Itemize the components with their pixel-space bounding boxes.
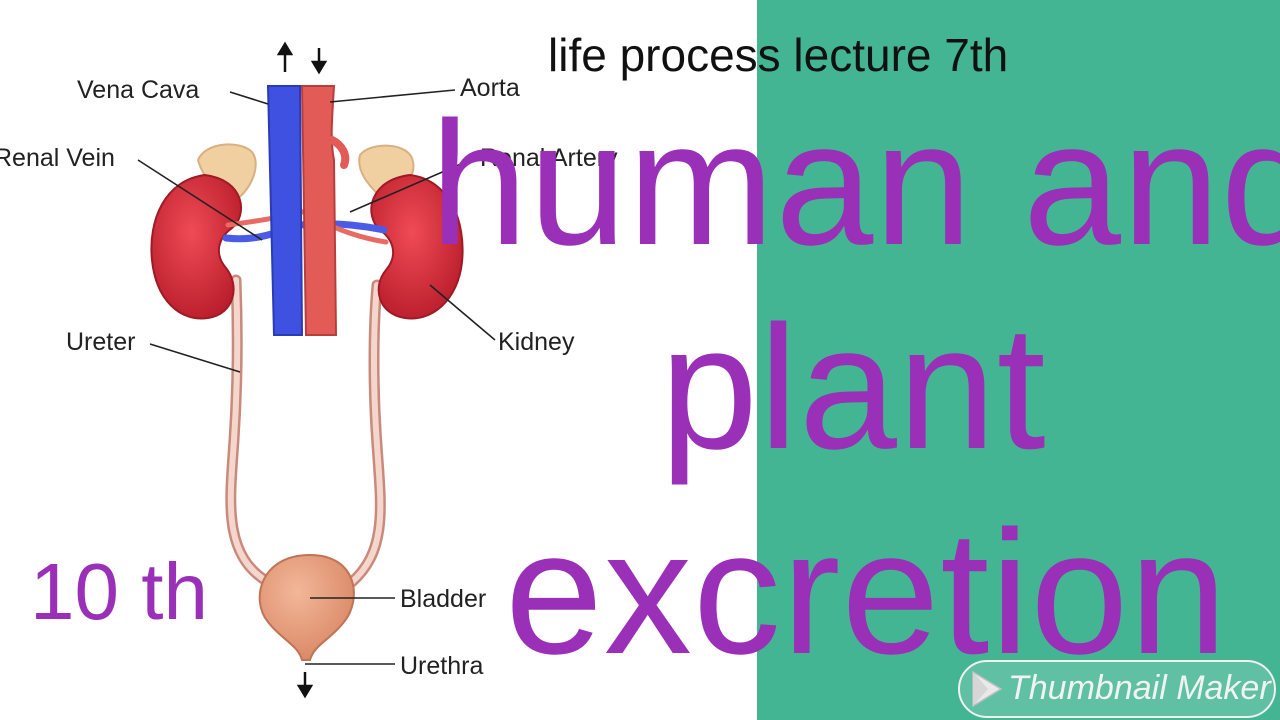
title-line-1: human and — [430, 86, 1280, 282]
play-store-icon — [970, 670, 1004, 713]
label-renal-vein: Renal Vein — [0, 144, 115, 172]
aorta — [300, 85, 338, 336]
green-background-panel — [757, 0, 1280, 720]
flow-arrows — [276, 41, 328, 699]
label-kidney: Kidney — [498, 328, 575, 356]
label-vena-cava: Vena Cava — [77, 76, 199, 104]
vena-cava — [266, 85, 304, 336]
title-line-3: excretion — [505, 495, 1229, 691]
lecture-title: life process lecture 7th — [548, 29, 1009, 81]
left-kidney — [150, 173, 242, 320]
right-ureter-inner — [349, 282, 384, 585]
excretory-system-diagram: Vena Cava Aorta Renal Vein Renal Artery … — [0, 41, 618, 699]
right-kidney — [370, 173, 464, 320]
label-urethra: Urethra — [400, 652, 483, 680]
label-bladder: Bladder — [400, 585, 486, 613]
label-ureter: Ureter — [66, 328, 135, 356]
title-line-2: plant — [660, 290, 1047, 486]
label-aorta: Aorta — [460, 74, 520, 102]
label-renal-artery: Renal Artery — [480, 144, 618, 172]
label-pointer-lines — [137, 89, 496, 665]
aorta-branch — [328, 136, 350, 169]
bladder — [258, 553, 355, 661]
grade-label: 10 th — [30, 547, 208, 636]
watermark-label: Thumbnail Maker — [1008, 669, 1271, 707]
thumbnail-maker-watermark: Thumbnail Maker — [958, 660, 1276, 718]
left-ureter-inner — [227, 277, 271, 585]
